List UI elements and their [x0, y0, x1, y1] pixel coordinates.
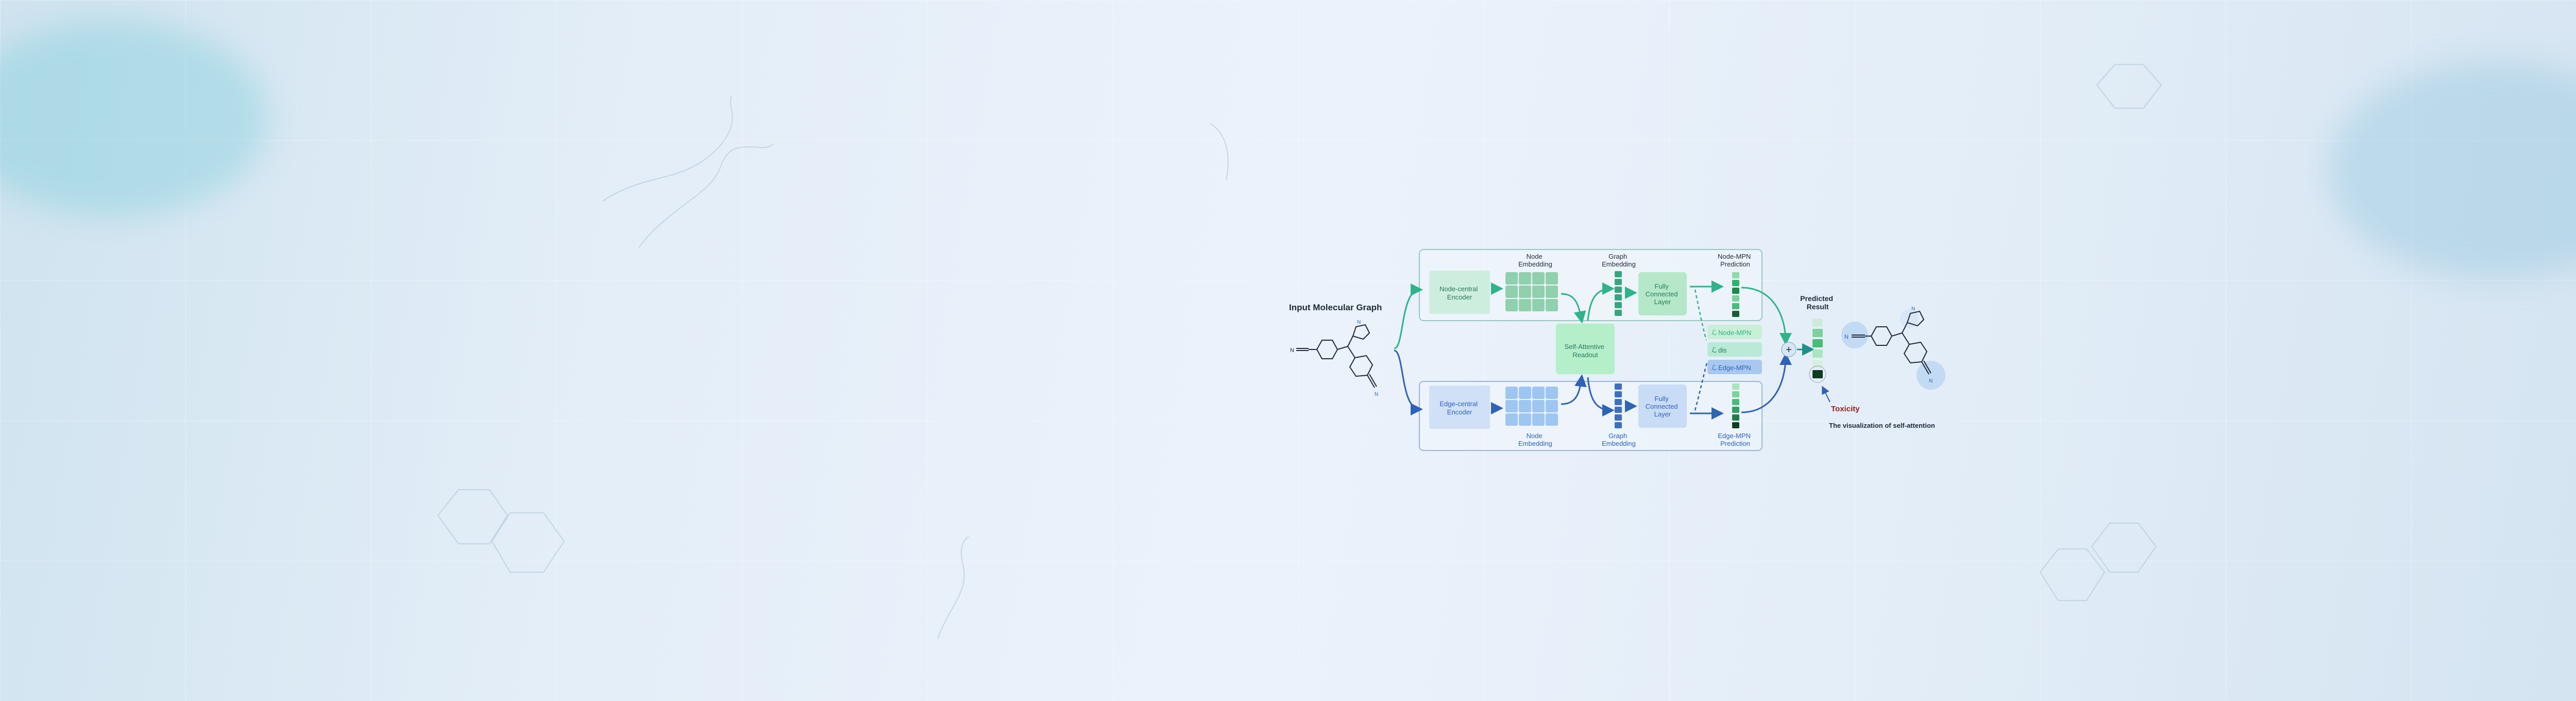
svg-text:Fully Connected Layer: Fully Connected Layer: [1646, 395, 1680, 418]
loss-node-label: Node-MPN: [1718, 329, 1751, 337]
result-title-1: Predicted: [1800, 294, 1833, 303]
input-to-node-arrow: [1394, 283, 1423, 349]
edge-fc-line3: Layer: [1654, 410, 1671, 418]
node-fc-to-loss-dashed: [1694, 289, 1707, 341]
self-attentive-readout: [1556, 324, 1615, 374]
node-encoder-line2: Encoder: [1447, 293, 1472, 301]
svg-text:Fully Connected Layer: Fully Connected Layer: [1646, 282, 1680, 306]
readout-to-node-graph-embedding: [1587, 282, 1615, 321]
node-encoder-line1: Node-central: [1439, 285, 1478, 293]
svg-text:Node-central Encoder: Node-central Encoder: [1439, 285, 1480, 301]
node-pred-to-sum: [1741, 287, 1792, 345]
attention-triazole-n: N: [1911, 306, 1915, 312]
edge-fc-layer: [1638, 385, 1687, 428]
loss-dis-label: dis: [1718, 346, 1727, 354]
result-highlight-ring: [1809, 365, 1826, 383]
sum-node: [1781, 342, 1797, 357]
input-terminal-n: N: [1375, 392, 1378, 397]
input-title: Input Molecular Graph: [1289, 303, 1382, 312]
loss-dis: [1707, 342, 1762, 357]
readout-line1: Self-Attentive: [1565, 343, 1604, 350]
input-triazole-n: N: [1357, 320, 1361, 325]
result-title-2: Result: [1807, 303, 1829, 311]
readout-to-edge-graph-embedding: [1587, 377, 1615, 416]
edge-pred-to-sum: [1741, 353, 1792, 413]
input-molecule: [1296, 324, 1377, 388]
node-embedding-to-readout: [1561, 293, 1586, 324]
attention-molecule: [1841, 309, 1945, 390]
svg-text:Graph Embedding: Graph Embedding: [1602, 253, 1636, 268]
node-fc-layer: [1638, 272, 1687, 315]
node-prediction-label-2: Prediction: [1720, 260, 1750, 268]
edge-encoder-line1: Edge-central: [1439, 400, 1478, 408]
svg-text:Edge-MPN Prediction: Edge-MPN Prediction: [1718, 432, 1752, 447]
node-embedding-grid: [1505, 272, 1558, 311]
edge-embedding-label-2: Embedding: [1518, 440, 1552, 447]
edge-graph-embedding-label-2: Embedding: [1602, 440, 1636, 447]
attention-terminal-n: N: [1929, 378, 1933, 384]
node-prediction-label-1: Node-MPN: [1718, 253, 1751, 260]
svg-text:Node-MPN Prediction: Node-MPN Prediction: [1718, 253, 1753, 268]
loss-edge-label: Edge-MPN: [1718, 364, 1751, 372]
node-fc-line1: Fully: [1654, 282, 1669, 290]
input-nitrile-n: N: [1290, 347, 1294, 354]
node-embedding-label-top-2: Embedding: [1518, 260, 1552, 268]
node-prediction-vector: [1732, 272, 1739, 317]
toxicity-label: Toxicity: [1831, 405, 1860, 413]
edge-prediction-vector: [1732, 383, 1739, 428]
loss-edge-symbol: ℒ: [1711, 363, 1717, 372]
edge-graph-embedding-label-1: Graph: [1608, 432, 1627, 440]
edge-fc-line2: Connected: [1646, 403, 1678, 410]
sum-symbol: +: [1786, 344, 1792, 356]
svg-text:Edge-central Encoder: Edge-central Encoder: [1439, 400, 1479, 416]
edge-graph-embedding-vector: [1615, 383, 1622, 428]
edge-prediction-label-2: Prediction: [1720, 440, 1750, 447]
edge-prediction-label-1: Edge-MPN: [1718, 432, 1751, 440]
edge-embedding-to-readout: [1561, 374, 1587, 405]
edge-encoder-line2: Encoder: [1447, 408, 1472, 416]
svg-text:Predicted Result: Predicted Result: [1800, 294, 1835, 311]
attention-nitrile-n: N: [1844, 334, 1849, 340]
node-central-encoder: [1429, 271, 1490, 314]
node-fc-line2: Connected: [1646, 290, 1678, 298]
edge-fc-to-loss-dashed: [1694, 360, 1708, 411]
input-to-edge-arrow: [1394, 349, 1423, 415]
edge-central-encoder: [1429, 386, 1490, 429]
loss-dis-symbol: ℒ: [1711, 346, 1717, 354]
node-fc-line3: Layer: [1654, 298, 1671, 306]
node-graph-embedding-vector: [1615, 271, 1622, 316]
result-vector: [1812, 319, 1823, 378]
edge-embedding-label-1: Node: [1527, 432, 1543, 440]
svg-text:Node Embedding: Node Embedding: [1518, 253, 1552, 268]
loss-edge-mpn: [1707, 360, 1762, 374]
svg-text:Self-Attentive Readout: Self-Attentive Readout: [1565, 343, 1606, 359]
svg-text:Node Embedding: Node Embedding: [1518, 432, 1552, 447]
background-decor: [437, 64, 2162, 640]
attention-caption: The visualization of self-attention: [1829, 422, 1935, 429]
node-graph-embedding-label-2: Embedding: [1602, 260, 1636, 268]
edge-embedding-grid: [1505, 387, 1558, 426]
node-graph-embedding-label-1: Graph: [1608, 253, 1627, 260]
node-embedding-label-top-1: Node: [1527, 253, 1543, 260]
readout-line2: Readout: [1572, 351, 1598, 359]
toxicity-pointer: [1822, 386, 1831, 403]
loss-node-symbol: ℒ: [1711, 328, 1717, 337]
edge-fc-line1: Fully: [1654, 395, 1669, 403]
loss-node-mpn: [1707, 325, 1762, 339]
svg-text:Graph Embedding: Graph Embedding: [1602, 432, 1636, 447]
